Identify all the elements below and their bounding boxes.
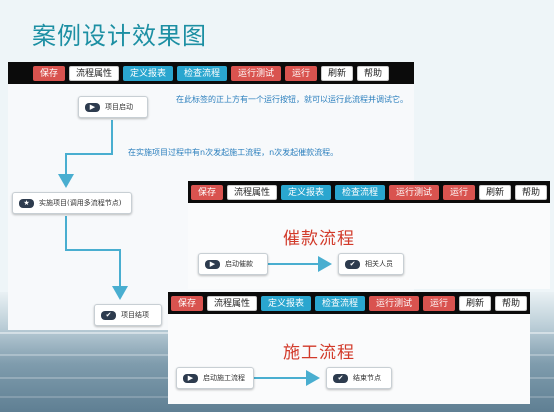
refresh-button[interactable]: 刷新 [479,184,512,200]
star-icon: ★ [19,198,34,208]
run-test-button[interactable]: 运行测试 [369,295,420,311]
slide-title: 案例设计效果图 [32,22,207,50]
check-process-button[interactable]: 检查流程 [176,65,227,81]
construction-toolbar: 保存 流程属性 定义报表 检查流程 运行测试 运行 刷新 帮助 [168,292,530,314]
collection-flow-title: 催款流程 [283,229,355,249]
play-icon: ▶ [183,373,198,383]
run-button[interactable]: 运行 [285,65,318,81]
define-report-button[interactable]: 定义报表 [280,184,331,200]
help-button[interactable]: 帮助 [495,295,528,311]
node-project-close[interactable]: ✔ 项目结项 [94,304,162,326]
process-properties-button[interactable]: 流程属性 [206,295,257,311]
run-test-button[interactable]: 运行测试 [231,65,282,81]
run-test-button[interactable]: 运行测试 [389,184,440,200]
refresh-button[interactable]: 刷新 [459,295,492,311]
run-button[interactable]: 运行 [423,295,456,311]
run-button[interactable]: 运行 [443,184,476,200]
node-label: 相关人员 [365,260,393,268]
check-icon: ✔ [101,310,116,320]
check-icon: ✔ [345,259,360,269]
multi-process-note: 在实施项目过程中有n次发起施工流程，n次发起催款流程。 [128,148,339,157]
node-end[interactable]: ✔ 结束节点 [326,367,392,389]
node-label: 项目结项 [121,311,149,319]
check-process-button[interactable]: 检查流程 [314,295,365,311]
process-properties-button[interactable]: 流程属性 [226,184,277,200]
help-button[interactable]: 帮助 [357,65,390,81]
help-button[interactable]: 帮助 [515,184,548,200]
node-project-start[interactable]: ▶ 项目启动 [78,96,148,118]
save-button[interactable]: 保存 [170,295,203,311]
run-hint-note: 在此标签的正上方有一个运行按钮，就可以运行此流程并调试它。 [176,95,408,104]
connector-impl-to-end [65,216,128,300]
construction-flow-title: 施工流程 [283,343,355,363]
refresh-button[interactable]: 刷新 [321,65,354,81]
node-start-construction[interactable]: ▶ 启动施工流程 [176,367,254,389]
check-process-button[interactable]: 检查流程 [334,184,385,200]
main-toolbar: 保存 流程属性 定义报表 检查流程 运行测试 运行 刷新 帮助 [8,62,414,84]
node-label: 项目启动 [105,103,133,111]
check-icon: ✔ [333,373,348,383]
save-button[interactable]: 保存 [32,65,65,81]
node-label: 启动催款 [225,260,253,268]
process-properties-button[interactable]: 流程属性 [68,65,119,81]
connector-start-to-impl [58,120,113,188]
node-label: 结束节点 [353,374,381,382]
play-icon: ▶ [205,259,220,269]
node-related-person[interactable]: ✔ 相关人员 [338,253,404,275]
define-report-button[interactable]: 定义报表 [260,295,311,311]
define-report-button[interactable]: 定义报表 [122,65,173,81]
save-button[interactable]: 保存 [190,184,223,200]
node-label: 实施项目(调用多流程节点) [39,199,122,207]
node-label: 启动施工流程 [203,374,245,382]
node-implement-project[interactable]: ★ 实施项目(调用多流程节点) [12,192,132,214]
play-icon: ▶ [85,102,100,112]
node-start-collection[interactable]: ▶ 启动催款 [198,253,268,275]
collection-toolbar: 保存 流程属性 定义报表 检查流程 运行测试 运行 刷新 帮助 [188,181,550,203]
